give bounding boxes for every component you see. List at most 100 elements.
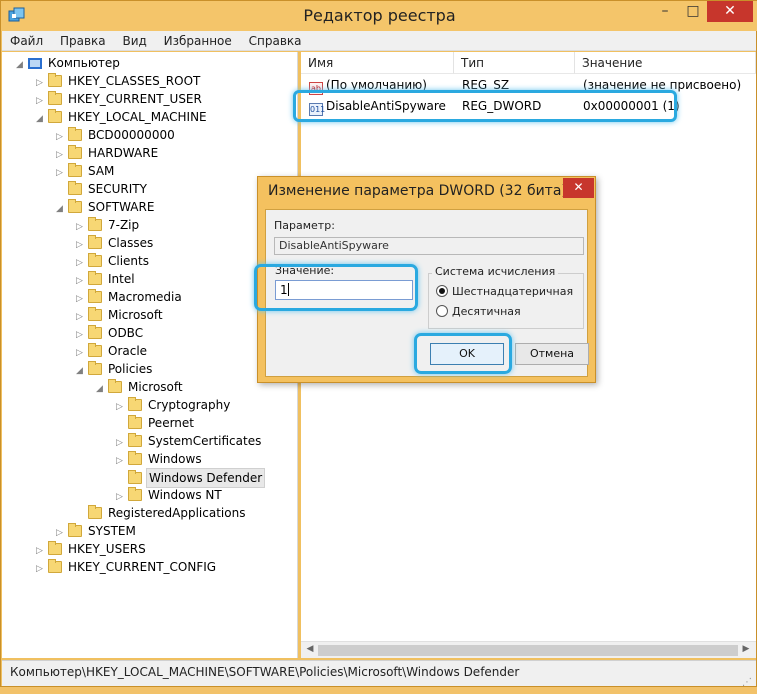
expander-icon[interactable]: ▷ [116, 456, 123, 466]
tree-item[interactable]: ◢ Policies [76, 360, 154, 378]
tree-item[interactable]: ◢HKEY_LOCAL_MACHINE [36, 108, 209, 126]
expander-icon[interactable]: ▷ [116, 492, 123, 502]
column-header-value[interactable]: Значение [575, 52, 756, 74]
expander-icon[interactable]: ▷ [56, 168, 63, 178]
expander-icon[interactable]: ◢ [16, 60, 23, 70]
tree-item[interactable]: ▷HARDWARE [56, 144, 160, 162]
folder-icon [128, 487, 142, 501]
tree-item[interactable]: Windows Defender [116, 468, 266, 488]
registry-tree[interactable]: ◢Компьютер▷HKEY_CLASSES_ROOT▷HKEY_CURREN… [2, 52, 298, 658]
tree-item[interactable]: ▷ Intel [76, 270, 137, 288]
tree-item[interactable]: ▷Oracle [76, 342, 149, 360]
ok-button[interactable]: OK [430, 343, 504, 365]
expander-icon[interactable]: ◢ [96, 384, 103, 394]
expander-icon[interactable]: ▷ [36, 96, 43, 106]
expander-icon[interactable]: ◢ [76, 366, 83, 376]
tree-item-label: Classes [108, 236, 154, 250]
tree-item-label: Macromedia [108, 290, 182, 304]
list-row-disableantispyware[interactable]: 011DisableAntiSpyware REG_DWORD 0x000000… [301, 97, 756, 116]
tree-item-label: Policies [108, 362, 153, 376]
tree-item[interactable]: RegisteredApplications [76, 504, 247, 522]
radio-decimal[interactable]: Десятичная [436, 305, 521, 319]
tree-item-label: HKEY_USERS [68, 542, 146, 556]
tree-item[interactable]: ▷Windows NT [116, 486, 224, 504]
column-header-type[interactable]: Тип [454, 52, 575, 74]
tree-item[interactable]: ▷ HKEY_CURRENT_CONFIG [36, 558, 218, 576]
expander-icon[interactable]: ◢ [36, 114, 43, 124]
tree-item-label: HKEY_CURRENT_CONFIG [68, 560, 217, 574]
expander-icon[interactable]: ▷ [76, 276, 83, 286]
expander-icon[interactable]: ▷ [76, 222, 83, 232]
folder-icon [88, 217, 102, 231]
tree-item-label: SECURITY [88, 182, 147, 196]
expander-icon[interactable]: ▷ [76, 294, 83, 304]
cancel-button[interactable]: Отмена [515, 343, 589, 365]
menu-file[interactable]: Файл [10, 34, 44, 48]
expander-icon[interactable]: ▷ [56, 528, 63, 538]
tree-item[interactable]: ▷SystemCertificates [116, 432, 263, 450]
menu-view[interactable]: Вид [122, 34, 147, 48]
tree-item[interactable]: ◢ Компьютер [16, 54, 122, 72]
tree-item[interactable]: ▷7-Zip [76, 216, 141, 234]
expander-icon[interactable]: ▷ [76, 330, 83, 340]
folder-icon [88, 235, 102, 249]
tree-item[interactable]: ▷BCD00000000 [56, 126, 177, 144]
horizontal-scrollbar[interactable]: ◀ ▶ [301, 641, 756, 658]
tree-item[interactable]: ▷SYSTEM [56, 522, 138, 540]
scrollbar-thumb[interactable] [318, 645, 738, 656]
tree-item[interactable]: ▷ODBC [76, 324, 145, 342]
tree-item[interactable]: Peernet [116, 414, 196, 432]
expander-icon[interactable]: ◢ [56, 204, 63, 214]
scroll-right-icon[interactable]: ▶ [742, 644, 750, 654]
expander-icon[interactable]: ▷ [116, 438, 123, 448]
tree-item[interactable]: ▷HKEY_CURRENT_USER [36, 90, 204, 108]
value-data-input[interactable]: 1 [275, 280, 413, 300]
folder-icon [68, 523, 82, 537]
tree-item[interactable]: ◢Microsoft [96, 378, 185, 396]
expander-icon[interactable]: ▷ [36, 564, 43, 574]
menu-favorites[interactable]: Избранное [163, 34, 232, 48]
tree-item[interactable]: ▷ Macromedia [76, 288, 184, 306]
expander-icon[interactable]: ▷ [76, 240, 83, 250]
tree-item[interactable]: SECURITY [56, 180, 149, 198]
menu-help[interactable]: Справка [248, 34, 302, 48]
column-header-name[interactable]: Имя [301, 52, 454, 74]
expander-icon[interactable]: ▷ [116, 402, 123, 412]
tree-item[interactable]: ▷Windows [116, 450, 204, 468]
expander-icon[interactable]: ▷ [56, 150, 63, 160]
expander-icon[interactable]: ▷ [36, 78, 43, 88]
tree-item[interactable]: ▷ HKEY_USERS [36, 540, 148, 558]
close-button[interactable]: ✕ [707, 1, 753, 22]
tree-item[interactable]: ◢SOFTWARE [56, 198, 156, 216]
expander-icon[interactable]: ▷ [36, 546, 43, 556]
tree-item[interactable]: ▷ Classes [76, 234, 155, 252]
dialog-title: Изменение параметра DWORD (32 бита) [268, 183, 567, 199]
tree-item-label: Intel [108, 272, 135, 286]
radio-hexadecimal[interactable]: Шестнадцатеричная [436, 285, 573, 299]
tree-item[interactable]: ▷Microsoft [76, 306, 165, 324]
expander-icon[interactable]: ▷ [76, 312, 83, 322]
menu-edit[interactable]: Правка [59, 34, 106, 48]
expander-icon[interactable]: ▷ [56, 132, 63, 142]
tree-item-label: Компьютер [48, 56, 120, 70]
window-title: Редактор реестра [303, 6, 456, 25]
folder-icon [88, 325, 102, 339]
expander-icon[interactable]: ▷ [76, 348, 83, 358]
maximize-button[interactable]: □ [686, 3, 700, 19]
tree-item[interactable]: ▷Clients [76, 252, 151, 270]
dialog-close-button[interactable]: ✕ [563, 178, 594, 198]
tree-item[interactable]: ▷HKEY_CLASSES_ROOT [36, 72, 202, 90]
tree-item[interactable]: ▷Cryptography [116, 396, 232, 414]
resize-grip-icon[interactable]: ⋰ [742, 677, 752, 688]
list-row-default[interactable]: ab(По умолчанию) REG_SZ (значение не при… [301, 76, 756, 95]
minimize-button[interactable]: – [661, 3, 669, 19]
radio-dec-label: Десятичная [452, 305, 521, 318]
scroll-left-icon[interactable]: ◀ [306, 644, 314, 654]
expander-icon[interactable]: ▷ [76, 258, 83, 268]
tree-item-label: Peernet [148, 416, 194, 430]
radix-group [428, 273, 584, 329]
value-name: DisableAntiSpyware [326, 99, 446, 113]
dword-value-icon: 011 [309, 103, 326, 116]
tree-item[interactable]: ▷SAM [56, 162, 116, 180]
title-bar[interactable]: Редактор реестра – □ ✕ [1, 1, 757, 31]
